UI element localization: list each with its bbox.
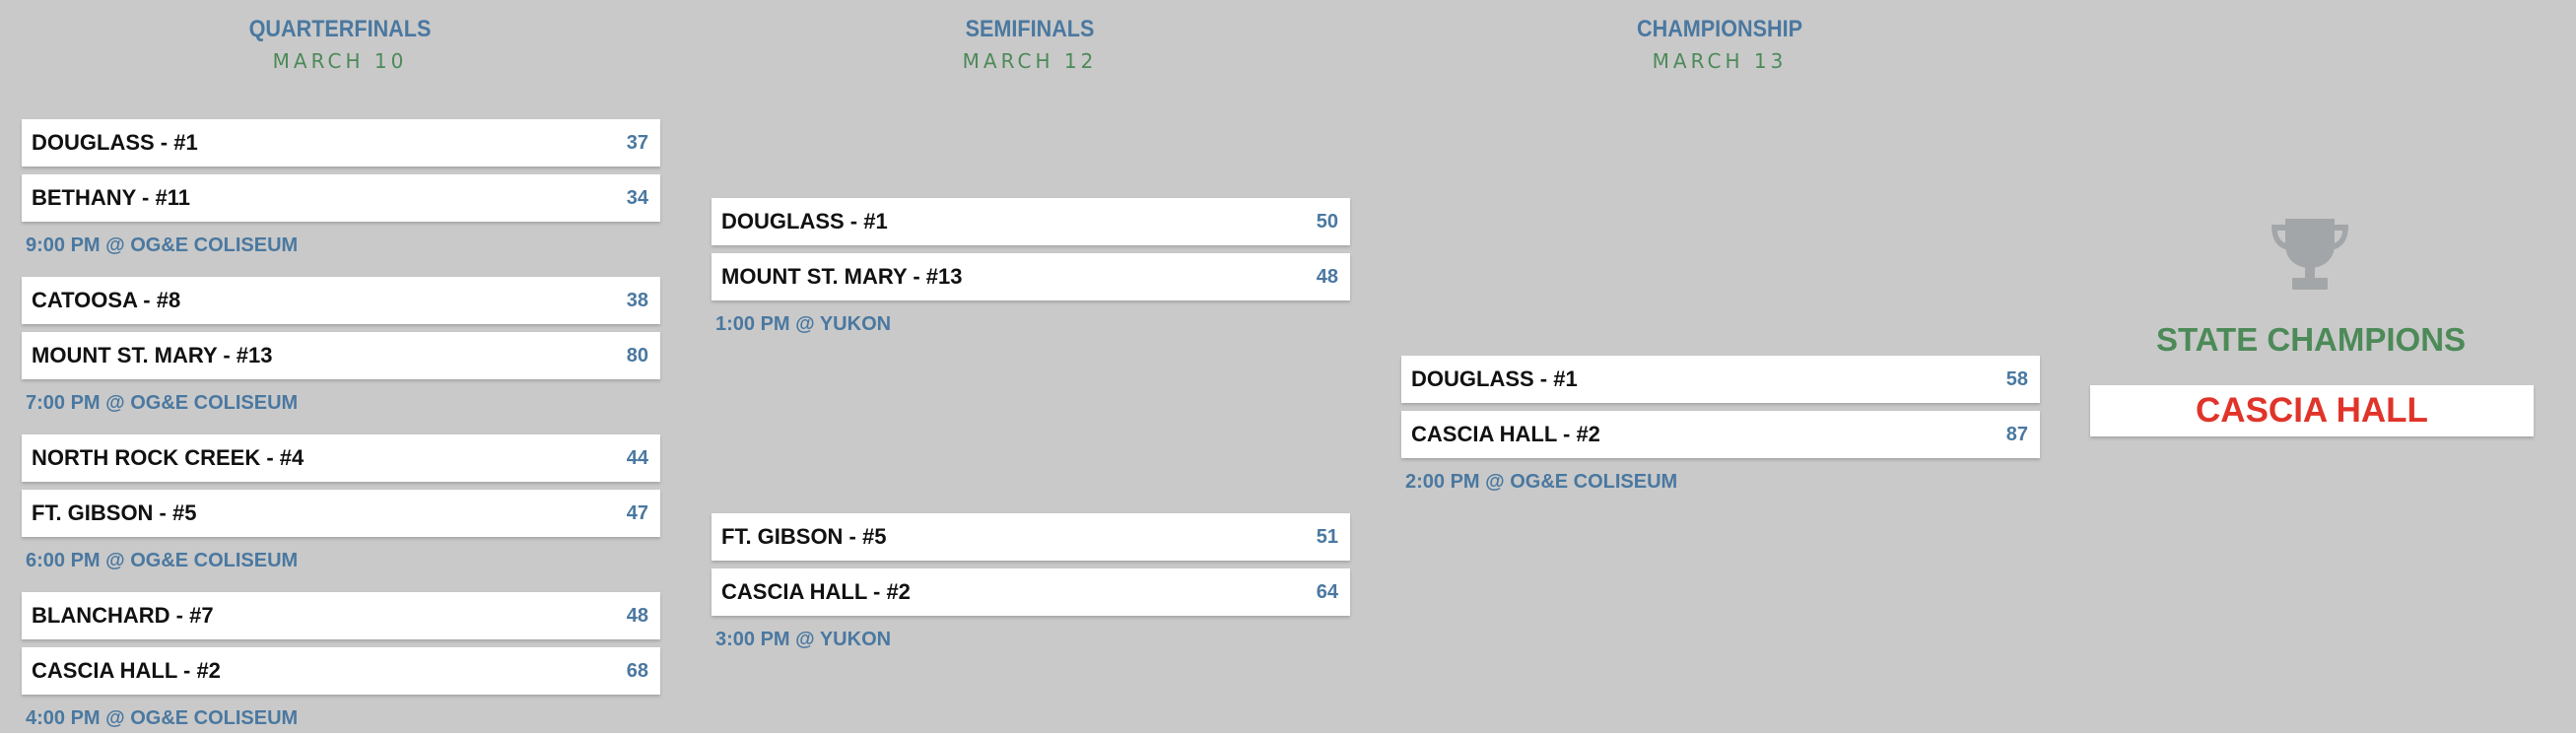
matchup-team-row[interactable]: FT. GIBSON - #5 51 bbox=[712, 513, 1350, 561]
team-score: 38 bbox=[626, 290, 648, 311]
team-name: DOUGLASS - #1 bbox=[32, 130, 198, 155]
game-info: 2:00 PM @ OG&E COLISEUM bbox=[1405, 471, 1678, 493]
team-name: BLANCHARD - #7 bbox=[32, 603, 214, 628]
matchup-team-row[interactable]: CASCIA HALL - #2 64 bbox=[712, 568, 1350, 616]
team-score: 37 bbox=[626, 132, 648, 154]
matchup-team-row[interactable]: CASCIA HALL - #2 68 bbox=[22, 647, 660, 695]
team-score: 48 bbox=[1316, 266, 1338, 288]
matchup-team-row[interactable]: DOUGLASS - #1 50 bbox=[712, 198, 1350, 245]
round-title: CHAMPIONSHIP bbox=[1636, 16, 1803, 42]
round-header-semifinals: SEMIFINALS MARCH 12 bbox=[705, 16, 1355, 73]
matchup-team-row[interactable]: BETHANY - #11 34 bbox=[22, 174, 660, 222]
team-name: FT. GIBSON - #5 bbox=[721, 524, 887, 549]
team-name: MOUNT ST. MARY - #13 bbox=[32, 343, 273, 367]
team-name: DOUGLASS - #1 bbox=[1411, 366, 1578, 391]
round-header-championship: CHAMPIONSHIP MARCH 13 bbox=[1394, 16, 2045, 73]
game-info: 1:00 PM @ YUKON bbox=[715, 313, 892, 335]
round-date: MARCH 13 bbox=[1652, 49, 1788, 73]
team-score: 64 bbox=[1316, 581, 1338, 603]
team-name: DOUGLASS - #1 bbox=[721, 209, 888, 233]
team-score: 47 bbox=[626, 502, 648, 524]
team-name: CASCIA HALL - #2 bbox=[32, 658, 221, 683]
team-name: CATOOSA - #8 bbox=[32, 288, 181, 312]
matchup-team-row[interactable]: MOUNT ST. MARY - #13 80 bbox=[22, 332, 660, 379]
game-info: 3:00 PM @ YUKON bbox=[715, 629, 892, 650]
matchup-team-row[interactable]: CATOOSA - #8 38 bbox=[22, 277, 660, 324]
team-score: 68 bbox=[626, 660, 648, 682]
team-score: 34 bbox=[626, 187, 648, 209]
game-info: 4:00 PM @ OG&E COLISEUM bbox=[26, 707, 299, 729]
team-score: 58 bbox=[2005, 368, 2028, 390]
matchup-team-row[interactable]: MOUNT ST. MARY - #13 48 bbox=[712, 253, 1350, 300]
team-name: CASCIA HALL - #2 bbox=[1411, 422, 1600, 446]
round-date: MARCH 10 bbox=[272, 49, 408, 73]
team-score: 48 bbox=[626, 605, 648, 627]
game-info: 6:00 PM @ OG&E COLISEUM bbox=[26, 550, 299, 571]
state-champions-label: STATE CHAMPIONS bbox=[2155, 321, 2467, 358]
champion-team-box: CASCIA HALL bbox=[2090, 385, 2534, 436]
round-header-quarterfinals: QUARTERFINALS MARCH 10 bbox=[15, 16, 665, 73]
team-score: 87 bbox=[2005, 424, 2028, 445]
team-score: 44 bbox=[626, 447, 648, 469]
team-name: FT. GIBSON - #5 bbox=[32, 500, 197, 525]
matchup-team-row[interactable]: NORTH ROCK CREEK - #4 44 bbox=[22, 434, 660, 482]
team-score: 80 bbox=[626, 345, 648, 366]
trophy-icon bbox=[2271, 219, 2348, 290]
team-name: MOUNT ST. MARY - #13 bbox=[721, 264, 963, 289]
team-name: CASCIA HALL - #2 bbox=[721, 579, 911, 604]
matchup-team-row[interactable]: FT. GIBSON - #5 47 bbox=[22, 490, 660, 537]
team-score: 50 bbox=[1316, 211, 1338, 233]
matchup-team-row[interactable]: BLANCHARD - #7 48 bbox=[22, 592, 660, 639]
team-name: NORTH ROCK CREEK - #4 bbox=[32, 445, 305, 470]
game-info: 9:00 PM @ OG&E COLISEUM bbox=[26, 234, 299, 256]
round-date: MARCH 12 bbox=[962, 49, 1098, 73]
round-title: QUARTERFINALS bbox=[248, 16, 432, 42]
matchup-team-row[interactable]: DOUGLASS - #1 58 bbox=[1401, 356, 2040, 403]
matchup-team-row[interactable]: DOUGLASS - #1 37 bbox=[22, 119, 660, 167]
game-info: 7:00 PM @ OG&E COLISEUM bbox=[26, 392, 299, 414]
team-name: BETHANY - #11 bbox=[32, 185, 190, 210]
round-title: SEMIFINALS bbox=[965, 16, 1095, 42]
matchup-team-row[interactable]: CASCIA HALL - #2 87 bbox=[1401, 411, 2040, 458]
team-score: 51 bbox=[1316, 526, 1338, 548]
